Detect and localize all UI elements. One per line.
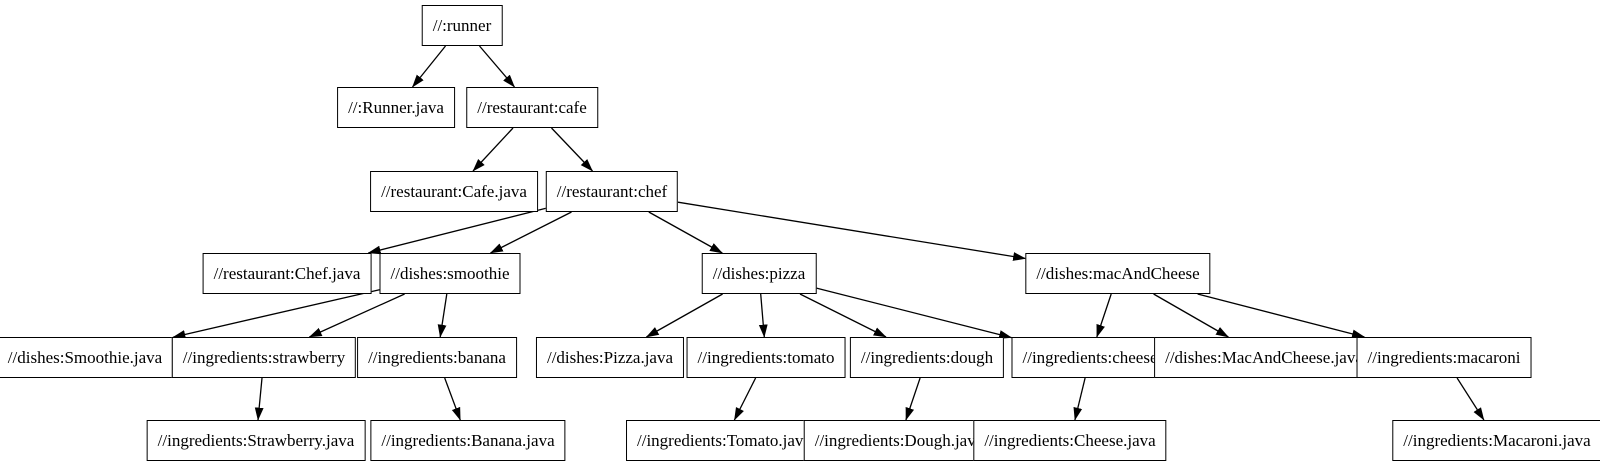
graph-edge-strawberry-to-strawberry-java: [254, 377, 264, 421]
graph-edge-cafe-to-cafe-java: [472, 127, 514, 172]
graph-edge-runner-to-runner-java: [411, 45, 447, 88]
graph-node-smoothie-java: //dishes:Smoothie.java: [0, 337, 174, 378]
graph-edge-pizza-to-pizza-java: [645, 293, 723, 338]
graph-edge-mac-and-cheese-to-macaroni: [1197, 293, 1366, 339]
graph-node-pizza: //dishes:pizza: [701, 253, 817, 294]
graph-node-runner: //:runner: [421, 5, 503, 46]
graph-node-macaroni: //ingredients:macaroni: [1356, 337, 1532, 378]
graph-node-tomato-java: //ingredients:Tomato.java: [626, 420, 822, 461]
graph-edge-cafe-to-chef: [551, 127, 593, 172]
graph-node-chef-java: //restaurant:Chef.java: [202, 253, 372, 294]
graph-node-chef: //restaurant:chef: [545, 171, 679, 212]
graph-node-smoothie: //dishes:smoothie: [379, 253, 521, 294]
graph-edge-macaroni-to-macaroni-java: [1456, 377, 1485, 421]
graph-edge-mac-and-cheese-to-mac-and-cheese-java: [1153, 293, 1229, 338]
graph-edge-banana-to-banana-java: [444, 377, 461, 421]
graph-node-dough-java: //ingredients:Dough.java: [803, 420, 995, 461]
graph-edge-pizza-to-dough: [799, 293, 887, 338]
graph-node-cafe-java: //restaurant:Cafe.java: [370, 171, 538, 212]
graph-node-macaroni-java: //ingredients:Macaroni.java: [1392, 420, 1600, 461]
graph-edge-chef-to-pizza: [648, 211, 723, 254]
graph-node-strawberry-java: //ingredients:Strawberry.java: [146, 420, 366, 461]
graph-edge-chef-to-smoothie: [489, 211, 572, 254]
graph-edge-mac-and-cheese-to-cheese: [1096, 293, 1112, 338]
graph-node-banana-java: //ingredients:Banana.java: [370, 420, 566, 461]
graph-node-cheese: //ingredients:cheese: [1011, 337, 1169, 378]
graph-edge-chef-to-mac-and-cheese: [677, 201, 1027, 261]
graph-node-banana: //ingredients:banana: [357, 337, 517, 378]
graph-edge-smoothie-to-strawberry: [308, 293, 405, 338]
graph-edge-tomato-to-tomato-java: [733, 377, 757, 421]
graph-node-pizza-java: //dishes:Pizza.java: [535, 337, 685, 378]
graph-node-mac-and-cheese-java: //dishes:MacAndCheese.java: [1154, 337, 1374, 378]
graph-edge-cheese-to-cheese-java: [1073, 377, 1086, 421]
graph-edge-smoothie-to-banana: [437, 293, 448, 338]
graph-edge-chef-to-chef-java: [367, 207, 547, 255]
graph-node-cafe: //restaurant:cafe: [466, 87, 598, 128]
graph-edge-smoothie-to-smoothie-java: [172, 289, 380, 339]
graph-edge-pizza-to-cheese: [816, 287, 1013, 339]
graph-node-tomato: //ingredients:tomato: [686, 337, 846, 378]
graph-node-runner-java: //:Runner.java: [337, 87, 455, 128]
graph-edge-runner-to-cafe: [479, 45, 515, 88]
graph-edge-dough-to-dough-java: [905, 377, 921, 421]
graph-node-dough: //ingredients:dough: [849, 337, 1005, 378]
graph-node-mac-and-cheese: //dishes:macAndCheese: [1025, 253, 1211, 294]
graph-node-strawberry: //ingredients:strawberry: [171, 337, 357, 378]
graph-edge-pizza-to-tomato: [758, 293, 768, 338]
graph-node-cheese-java: //ingredients:Cheese.java: [973, 420, 1167, 461]
